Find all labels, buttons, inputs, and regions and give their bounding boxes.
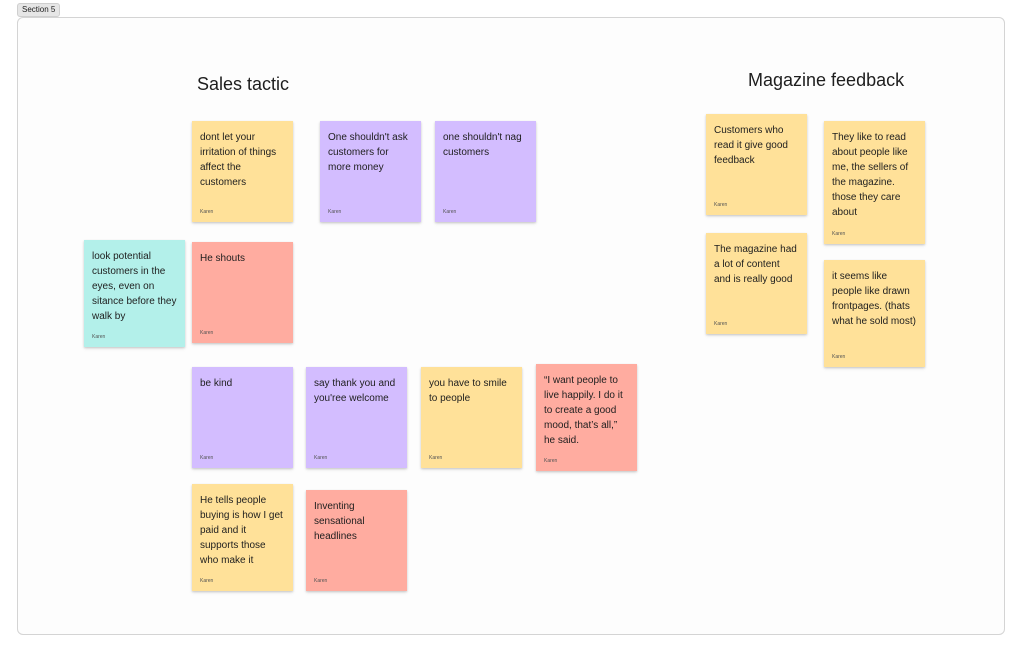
sticky-note-author: Karen bbox=[544, 458, 558, 464]
sticky-note-author: Karen bbox=[714, 321, 728, 327]
sticky-note-text: “I want people to live happily. I do it … bbox=[544, 375, 623, 446]
sticky-note[interactable]: He shouts Karen bbox=[192, 242, 293, 343]
magazine-feedback-title: Magazine feedback bbox=[748, 70, 905, 90]
sticky-note-text: He tells people buying is how I get paid… bbox=[200, 495, 283, 566]
sticky-note-author: Karen bbox=[200, 330, 214, 336]
sticky-note-text: The magazine had a lot of content and is… bbox=[714, 244, 797, 285]
sticky-note-text: Inventing sensational headlines bbox=[314, 501, 365, 542]
sticky-note[interactable]: it seems like people like drawn frontpag… bbox=[824, 260, 925, 367]
sticky-note-text: say thank you and you'ree welcome bbox=[314, 378, 396, 404]
sticky-note-author: Karen bbox=[200, 209, 214, 215]
sticky-note[interactable]: “I want people to live happily. I do it … bbox=[536, 364, 637, 471]
sticky-note[interactable]: say thank you and you'ree welcome Karen bbox=[306, 367, 407, 468]
sticky-note-text: one shouldn't nag customers bbox=[443, 132, 522, 158]
sticky-note-author: Karen bbox=[714, 202, 728, 208]
sticky-note-text: They like to read about people like me, … bbox=[832, 132, 909, 218]
sticky-note-text: be kind bbox=[200, 378, 233, 389]
sticky-note[interactable]: Customers who read it give good feedback… bbox=[706, 114, 807, 215]
section-label[interactable]: Section 5 bbox=[17, 3, 61, 17]
sticky-note-author: Karen bbox=[200, 455, 214, 461]
sticky-note-author: Karen bbox=[92, 334, 106, 340]
sales-tactic-title: Sales tactic bbox=[197, 74, 290, 94]
sticky-note-author: Karen bbox=[314, 455, 328, 461]
sticky-note[interactable]: One shouldn't ask customers for more mon… bbox=[320, 121, 421, 222]
sticky-note[interactable]: He tells people buying is how I get paid… bbox=[192, 484, 293, 591]
sticky-note-author: Karen bbox=[443, 209, 457, 215]
sticky-note[interactable]: you have to smile to people Karen bbox=[421, 367, 522, 468]
sticky-note-author: Karen bbox=[314, 578, 328, 584]
sticky-note-text: look potential customers in the eyes, ev… bbox=[92, 251, 177, 322]
sticky-note[interactable]: look potential customers in the eyes, ev… bbox=[84, 240, 185, 347]
sticky-note-author: Karen bbox=[429, 455, 443, 461]
sticky-note[interactable]: be kind Karen bbox=[192, 367, 293, 468]
sticky-note-text: Customers who read it give good feedback bbox=[714, 125, 788, 166]
sticky-note-author: Karen bbox=[832, 231, 846, 237]
sticky-note[interactable]: They like to read about people like me, … bbox=[824, 121, 925, 244]
sticky-note-text: One shouldn't ask customers for more mon… bbox=[328, 132, 408, 173]
sticky-note-author: Karen bbox=[328, 209, 342, 215]
sticky-note-text: you have to smile to people bbox=[429, 378, 507, 404]
sticky-note[interactable]: one shouldn't nag customers Karen bbox=[435, 121, 536, 222]
sticky-note-author: Karen bbox=[832, 354, 846, 360]
sticky-note[interactable]: dont let your irritation of things affec… bbox=[192, 121, 293, 222]
sticky-note-text: dont let your irritation of things affec… bbox=[200, 132, 277, 188]
sticky-note[interactable]: Inventing sensational headlines Karen bbox=[306, 490, 407, 591]
sticky-note[interactable]: The magazine had a lot of content and is… bbox=[706, 233, 807, 334]
sticky-note-text: He shouts bbox=[200, 253, 246, 264]
sticky-note-text: it seems like people like drawn frontpag… bbox=[832, 271, 916, 327]
sticky-note-author: Karen bbox=[200, 578, 214, 584]
